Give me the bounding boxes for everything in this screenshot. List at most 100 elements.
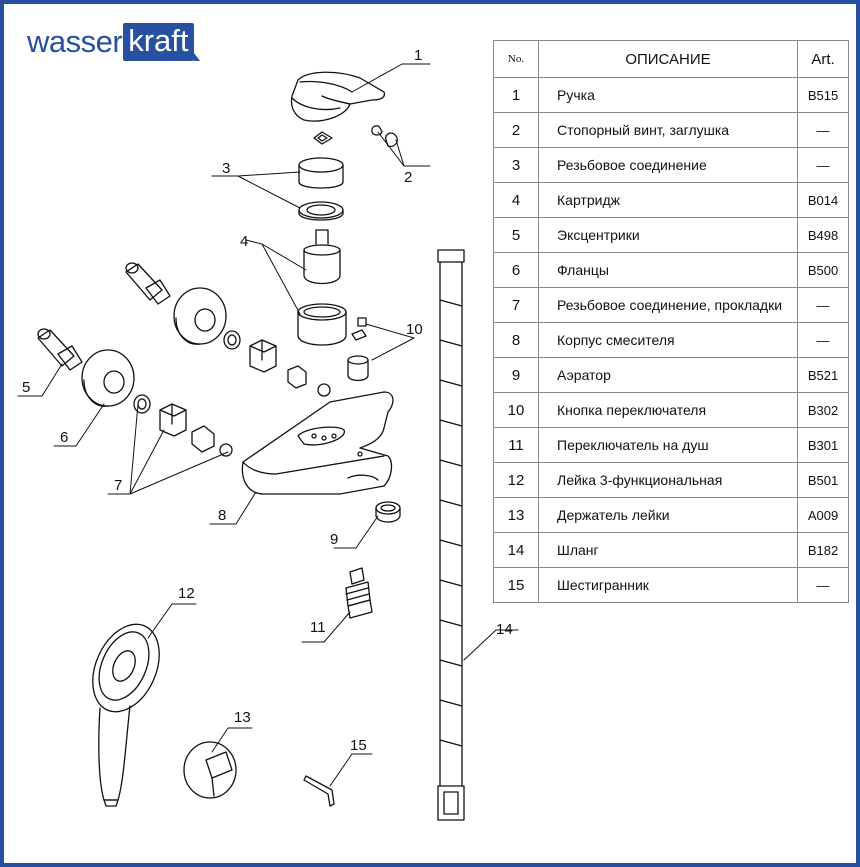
part-shower-diverter [345,567,373,619]
row-description: Резьбовое соединение, прокладки [538,287,798,323]
callout-13: 13 [234,709,251,726]
part-handle [290,71,386,122]
header-no: No. [493,40,539,78]
row-no: 11 [493,427,539,463]
row-no: 2 [493,112,539,148]
part-shower-holder [183,741,237,799]
part-mixer-body [241,391,394,495]
callout-10: 10 [406,321,423,338]
callout-4: 4 [240,233,248,250]
row-no: 4 [493,182,539,218]
row-art: — [797,567,849,603]
row-description: Эксцентрики [538,217,798,253]
header-description: ОПИСАНИЕ [538,40,798,78]
row-no: 15 [493,567,539,603]
row-art: B501 [797,462,849,498]
row-art: B014 [797,182,849,218]
callout-14: 14 [496,621,513,638]
row-description: Переключатель на душ [538,427,798,463]
callout-3: 3 [222,160,230,177]
row-no: 9 [493,357,539,393]
row-no: 5 [493,217,539,253]
part-hose [437,249,465,821]
row-art: B500 [797,252,849,288]
callout-8: 8 [218,507,226,524]
row-no: 3 [493,147,539,183]
part-eccentric-upper [125,262,171,305]
callout-2: 2 [404,169,412,186]
row-description: Корпус смесителя [538,322,798,358]
callout-7: 7 [114,477,122,494]
row-art: — [797,112,849,148]
row-no: 10 [493,392,539,428]
part-screw-and-cap [371,125,398,148]
part-cartridge [297,229,347,346]
part-connections-gaskets [133,330,331,457]
row-art: B515 [797,77,849,113]
row-no: 14 [493,532,539,568]
row-description: Лейка 3-функциональная [538,462,798,498]
row-art: — [797,287,849,323]
row-art: B521 [797,357,849,393]
brand-logo-part1: wasser [27,24,123,59]
row-description: Резьбовое соединение [538,147,798,183]
part-aerator [375,501,401,523]
row-art: — [797,147,849,183]
row-art: B182 [797,532,849,568]
row-description: Стопорный винт, заглушка [538,112,798,148]
row-art: — [797,322,849,358]
part-square-adapter [313,131,333,145]
row-no: 6 [493,252,539,288]
callout-15: 15 [350,737,367,754]
row-no: 13 [493,497,539,533]
row-no: 1 [493,77,539,113]
part-threaded-connection [298,157,344,221]
row-description: Картридж [538,182,798,218]
row-description: Держатель лейки [538,497,798,533]
row-art: A009 [797,497,849,533]
callout-12: 12 [178,585,195,602]
row-art: B498 [797,217,849,253]
row-description: Шестигранник [538,567,798,603]
leader-lines [17,63,519,787]
row-no: 12 [493,462,539,498]
table-header-row: No. ОПИСАНИЕ Art. [493,40,849,78]
row-no: 8 [493,322,539,358]
part-hand-shower [92,623,160,807]
callout-1: 1 [414,47,422,64]
row-description: Фланцы [538,252,798,288]
row-description: Шланг [538,532,798,568]
row-description: Кнопка переключателя [538,392,798,428]
row-no: 7 [493,287,539,323]
row-description: Аэратор [538,357,798,393]
callout-11: 11 [310,619,326,636]
row-art: B301 [797,427,849,463]
header-art: Art. [797,40,849,78]
row-description: Ручка [538,77,798,113]
part-flange-upper [173,287,227,345]
row-art: B302 [797,392,849,428]
part-hex-key [303,775,335,807]
part-flange-lower [81,349,135,407]
callout-5: 5 [22,379,30,396]
callout-9: 9 [330,531,338,548]
brand-logo-part2: kraft [123,23,200,61]
